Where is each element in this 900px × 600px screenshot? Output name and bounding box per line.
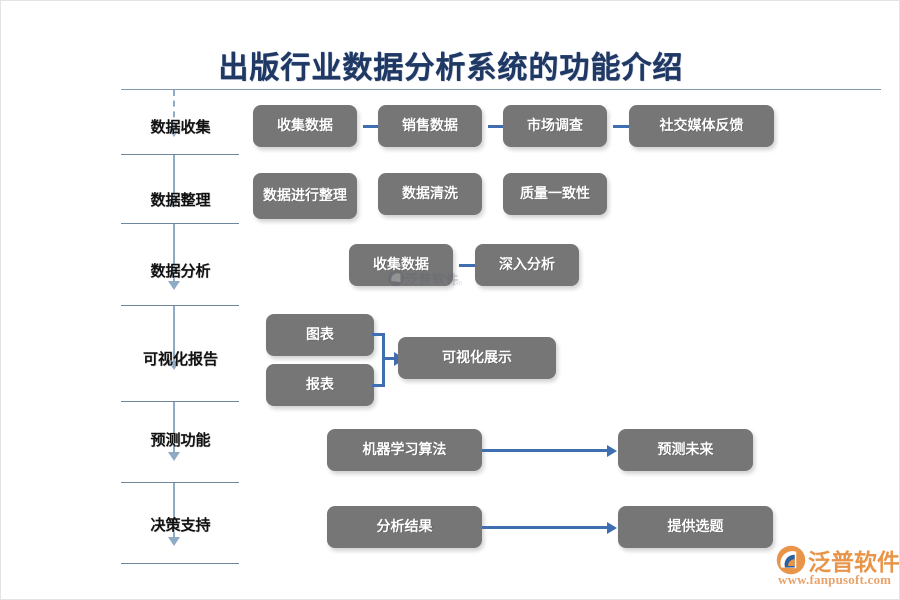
- flow-arrowhead-5: [168, 452, 180, 461]
- flow-line-2: [173, 155, 175, 199]
- bracket-stem: [382, 357, 396, 360]
- arrow-ml-to-forecast: [482, 444, 617, 457]
- box-market-survey[interactable]: 市场调查: [503, 105, 607, 147]
- box-analysis-collect-data[interactable]: 收集数据: [349, 244, 453, 286]
- stage-label-visualization: 可视化报告: [142, 351, 218, 368]
- flow-arrowhead-4: [168, 361, 180, 370]
- brand-mark-icon: [776, 545, 806, 575]
- box-social-media-feedback[interactable]: 社交媒体反馈: [629, 105, 774, 147]
- brand-url: www.fanpusoft.com: [778, 572, 892, 587]
- stage-divider-4: [121, 401, 239, 402]
- title-divider: [121, 89, 881, 90]
- flow-arrowhead-6: [168, 537, 180, 546]
- brand-logo: 泛普软件 www.fanpusoft.com: [776, 541, 899, 593]
- stage-label-data-analysis: 数据分析: [150, 263, 211, 280]
- flow-line-dashed: [173, 90, 175, 128]
- box-data-cleaning[interactable]: 数据清洗: [378, 173, 482, 215]
- bracket-stub-bottom: [372, 384, 385, 387]
- stage-divider-3: [121, 305, 239, 306]
- box-quality-consistency[interactable]: 质量一致性: [503, 173, 607, 215]
- page-title: 出版行业数据分析系统的功能介绍: [218, 52, 684, 85]
- flow-arrowhead-2: [168, 199, 180, 208]
- flow-line-5: [173, 402, 175, 452]
- stage-label-decision: 决策支持: [150, 517, 211, 534]
- box-forecast-future[interactable]: 预测未来: [618, 429, 753, 471]
- flow-line-3: [173, 224, 175, 281]
- flow-arrowhead-3: [168, 281, 180, 290]
- stage-divider-6: [121, 563, 239, 564]
- stage-divider-5: [121, 482, 239, 483]
- box-visualization-display[interactable]: 可视化展示: [398, 337, 556, 379]
- bracket-stub-top: [372, 333, 385, 336]
- brand-name: 泛普软件: [808, 549, 900, 575]
- box-organize-data[interactable]: 数据进行整理: [253, 173, 357, 219]
- box-provide-topic[interactable]: 提供选题: [618, 506, 773, 548]
- flow-line-6: [173, 483, 175, 537]
- stage-divider-2: [121, 223, 239, 224]
- flow-arrowhead-1: [168, 128, 180, 137]
- stage-label-data-collection: 数据收集: [150, 119, 211, 136]
- box-report[interactable]: 报表: [266, 364, 374, 406]
- box-analysis-result[interactable]: 分析结果: [327, 506, 482, 548]
- box-ml-algorithm[interactable]: 机器学习算法: [327, 429, 482, 471]
- bracket-spine: [382, 333, 385, 387]
- stage-label-data-cleaning: 数据整理: [150, 192, 211, 209]
- box-deep-analysis[interactable]: 深入分析: [475, 244, 579, 286]
- box-sales-data[interactable]: 销售数据: [378, 105, 482, 147]
- arrow-result-to-topic: [482, 521, 617, 534]
- stage-divider-1: [121, 154, 239, 155]
- box-collect-data[interactable]: 收集数据: [253, 105, 357, 147]
- box-chart[interactable]: 图表: [266, 314, 374, 356]
- stage-label-prediction: 预测功能: [150, 432, 211, 449]
- flow-line-4: [173, 306, 175, 361]
